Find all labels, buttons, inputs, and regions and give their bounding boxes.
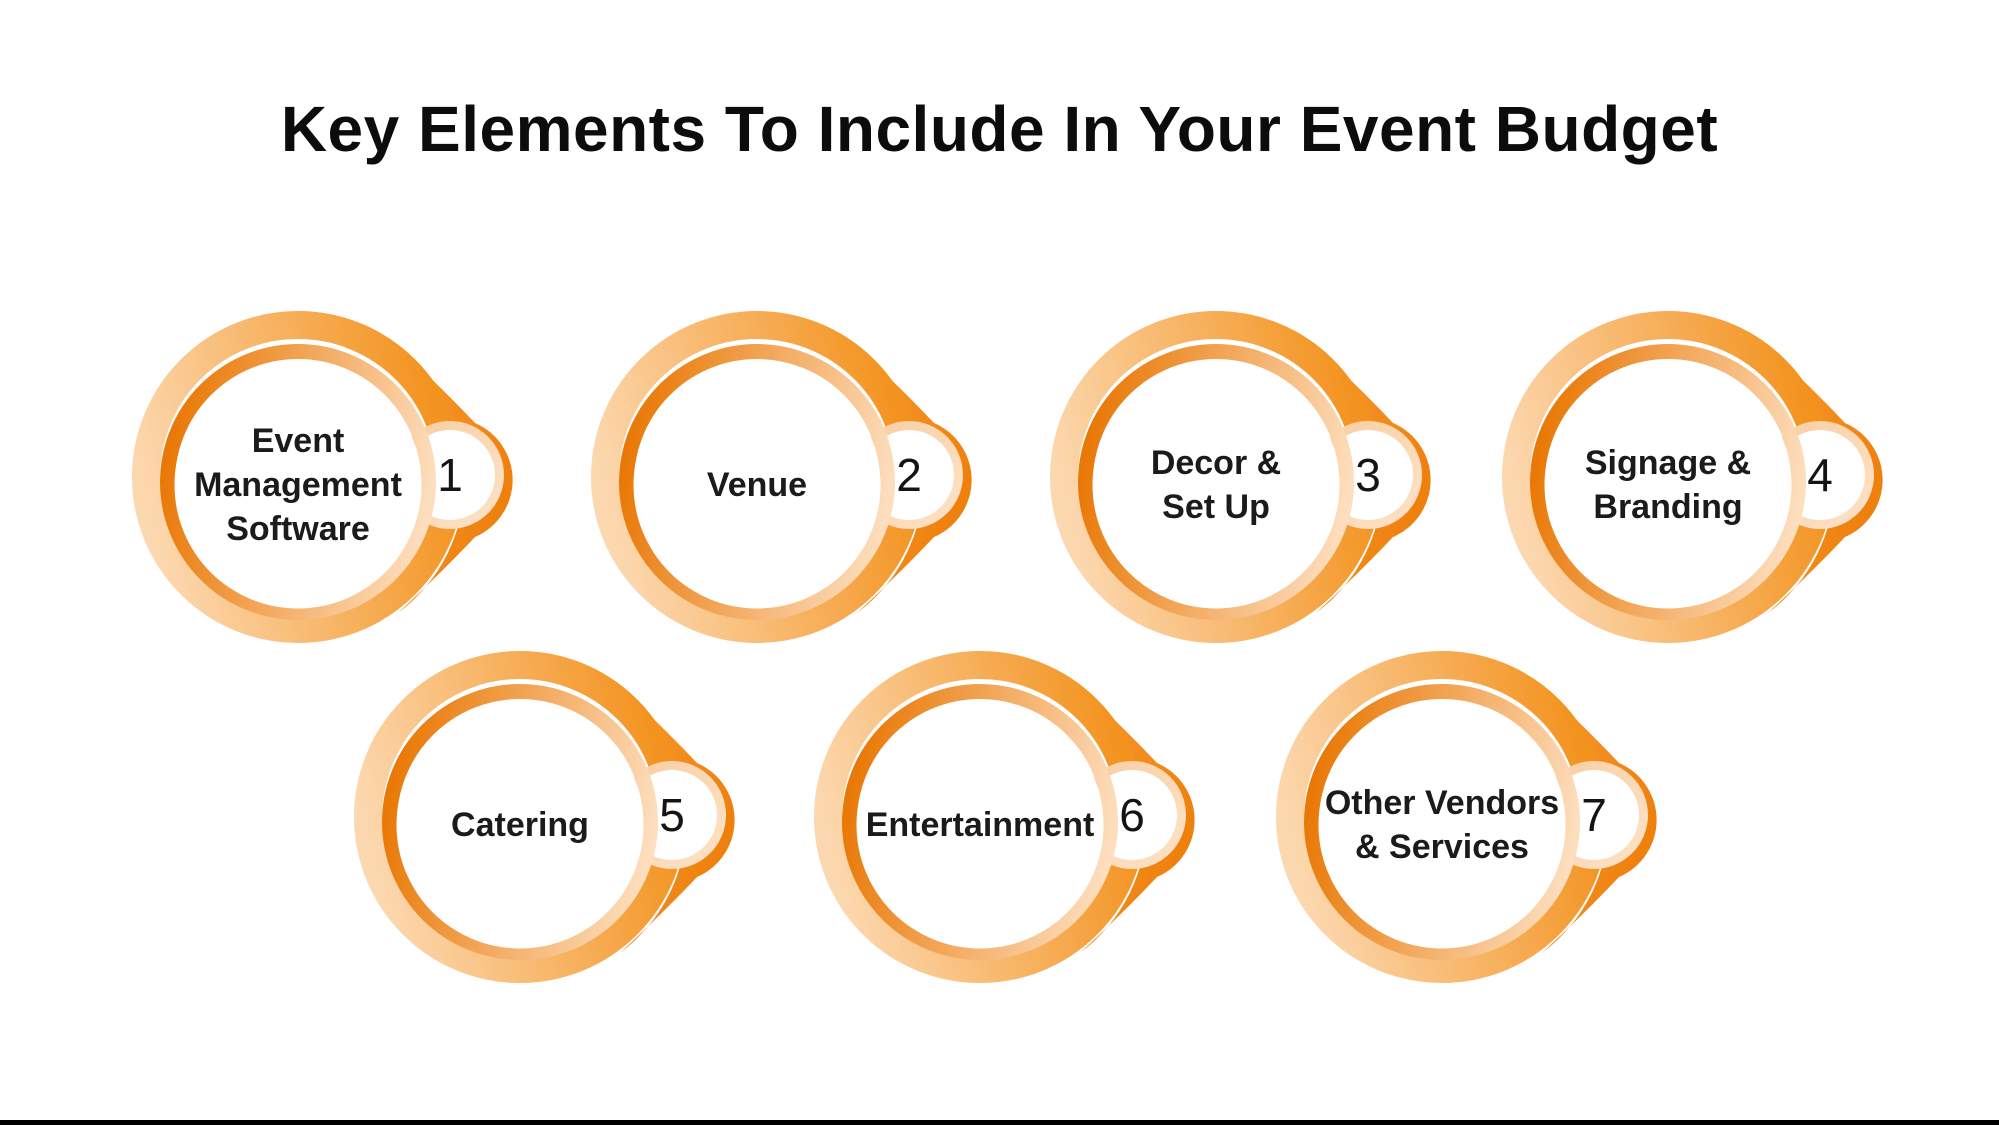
teardrop-ring-graphic xyxy=(591,311,972,643)
item-label: Venue xyxy=(632,360,882,610)
teardrop-ring-graphic xyxy=(354,651,735,983)
item-number: 7 xyxy=(1581,789,1607,841)
big-white-circle xyxy=(856,701,1104,949)
infographic-title: Key Elements To Include In Your Event Bu… xyxy=(280,93,1719,165)
budget-item-4: Signage & Branding 4 xyxy=(1488,284,1968,684)
item-label: Catering xyxy=(395,700,645,950)
budget-item-6: Entertainment 6 xyxy=(800,624,1280,1024)
item-label-line: Entertainment xyxy=(865,805,1095,844)
item-number: 1 xyxy=(437,449,463,501)
teardrop-ring-graphic xyxy=(1502,311,1883,643)
teardrop-ring-graphic xyxy=(1276,651,1657,983)
item-label-line: Catering xyxy=(451,805,589,844)
budget-item-5: Catering 5 xyxy=(340,624,820,1024)
item-label-line: & Services xyxy=(1355,828,1529,866)
item-label: Entertainment xyxy=(855,700,1105,950)
big-white-circle xyxy=(174,361,422,609)
item-number: 6 xyxy=(1119,789,1145,841)
inner-ring xyxy=(842,684,1118,960)
item-label-line: Software xyxy=(226,510,370,549)
big-white-circle xyxy=(1544,361,1792,609)
item-label-line: Set Up xyxy=(1162,488,1270,526)
item-label: Signage & Branding xyxy=(1543,360,1793,610)
item-label-line: Signage & xyxy=(1584,443,1752,482)
teardrop-ring-graphic xyxy=(132,311,513,643)
big-white-circle xyxy=(633,361,881,609)
item-number: 4 xyxy=(1807,449,1833,501)
inner-ring xyxy=(160,344,436,620)
big-white-circle xyxy=(1318,701,1566,949)
inner-ring xyxy=(1304,684,1580,960)
teardrop-ring-graphic xyxy=(1050,311,1431,643)
item-number: 3 xyxy=(1355,449,1381,501)
item-number: 2 xyxy=(896,449,922,501)
inner-ring xyxy=(1078,344,1354,620)
big-white-circle xyxy=(396,701,644,949)
inner-ring xyxy=(1530,344,1806,620)
inner-ring xyxy=(619,344,895,620)
item-label-line: Management xyxy=(194,465,402,504)
item-number: 5 xyxy=(659,789,685,841)
item-label-line: Venue xyxy=(706,465,808,504)
inner-ring xyxy=(382,684,658,960)
item-label: Other Vendors & Services xyxy=(1317,700,1567,950)
budget-item-3: Decor & Set Up 3 xyxy=(1036,284,1516,684)
item-label-line: Decor & xyxy=(1150,443,1282,482)
bottom-border-strip xyxy=(0,1120,1999,1125)
big-white-circle xyxy=(1092,361,1340,609)
budget-item-7: Other Vendors & Services 7 xyxy=(1262,624,1742,1024)
teardrop-ring-graphic xyxy=(814,651,1195,983)
item-label-line: Event xyxy=(251,421,345,460)
item-label: Decor & Set Up xyxy=(1091,360,1341,610)
item-label-line: Other Vendors xyxy=(1324,783,1560,822)
budget-item-2: Venue 2 xyxy=(577,284,1057,684)
item-label-line: Branding xyxy=(1593,488,1743,526)
